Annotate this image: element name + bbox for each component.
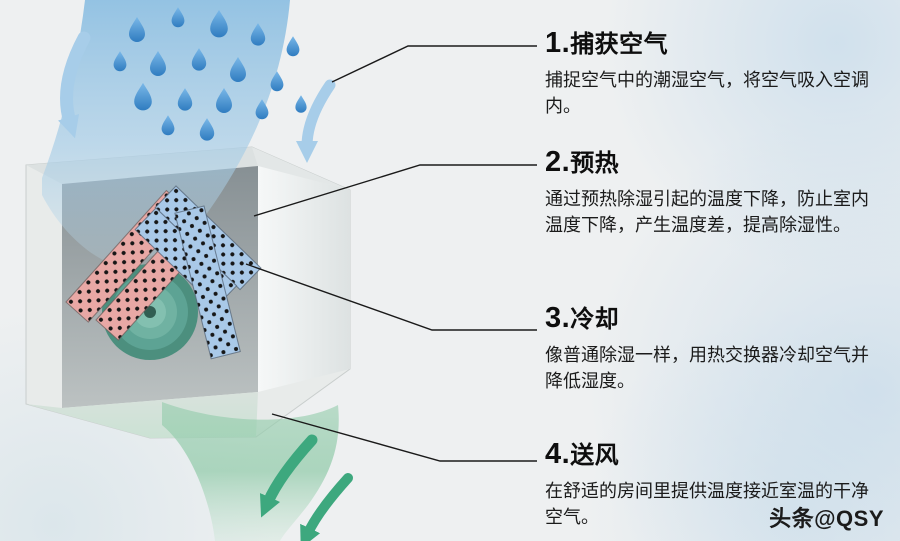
step-3-description: 像普通除湿一样，用热交换器冷却空气并降低湿度。 xyxy=(545,345,869,392)
step-2: 2. 预热 通过预热除湿引起的温度下降，防止室内温度下降，产生温度差，提高除湿性… xyxy=(545,148,880,238)
step-2-label: 预热 xyxy=(570,150,620,177)
step-1-title: 1. 捕获空气 xyxy=(545,29,880,58)
step-4-label: 送风 xyxy=(570,442,620,469)
connector-lines xyxy=(245,45,537,462)
step-2-description: 通过预热除湿引起的温度下降，防止室内温度下降，产生温度差，提高除湿性。 xyxy=(545,189,869,236)
outflow-arrow-1 xyxy=(259,434,318,518)
step-1: 1. 捕获空气 捕捉空气中的潮湿空气，将空气吸入空调内。 xyxy=(545,29,880,119)
step-3-number: 3. xyxy=(545,302,571,334)
step-3-label: 冷却 xyxy=(570,306,620,333)
connector-line-1 xyxy=(331,45,537,83)
step-3: 3. 冷却 像普通除湿一样，用热交换器冷却空气并降低湿度。 xyxy=(545,304,880,394)
step-4: 4. 送风 在舒适的房间里提供温度接近室温的干净空气。 xyxy=(545,440,880,530)
step-1-number: 1. xyxy=(545,27,571,59)
unit-top-right xyxy=(252,147,350,190)
intake-arrow-right xyxy=(296,79,336,163)
dry-air-stream xyxy=(162,402,339,541)
step-1-description: 捕捉空气中的潮湿空气，将空气吸入空调内。 xyxy=(545,70,869,117)
step-2-title: 2. 预热 xyxy=(545,148,880,177)
connector-line-4 xyxy=(271,413,537,462)
intake-arrows xyxy=(58,31,336,163)
step-4-number: 4. xyxy=(545,438,571,470)
step-4-title: 4. 送风 xyxy=(545,440,880,469)
intake-arrow-left xyxy=(58,31,91,139)
step-2-number: 2. xyxy=(545,146,571,178)
watermark: 头条@QSY xyxy=(769,506,884,531)
outflow-arrows xyxy=(259,434,353,541)
outflow-arrow-2 xyxy=(300,473,353,541)
cooling-panels-blue xyxy=(134,185,262,360)
unit-right-face xyxy=(258,166,350,392)
step-4-description: 在舒适的房间里提供温度接近室温的干净空气。 xyxy=(545,481,869,528)
connector-line-3 xyxy=(245,263,537,331)
connector-line-2 xyxy=(253,164,537,217)
step-3-title: 3. 冷却 xyxy=(545,304,880,333)
step-1-label: 捕获空气 xyxy=(570,31,669,58)
